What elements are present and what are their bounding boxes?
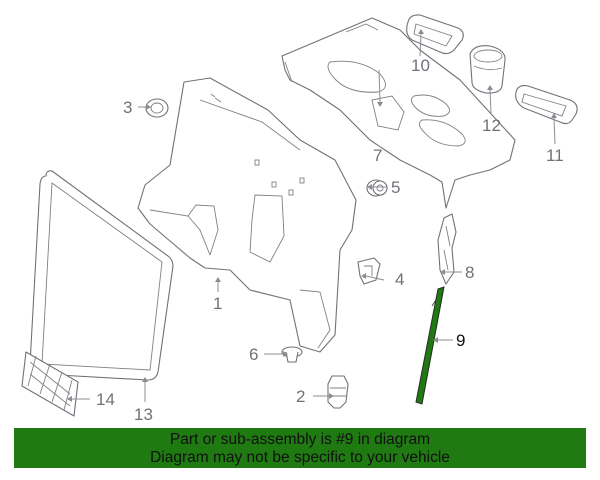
callout-5: 5 (391, 178, 400, 197)
callout-4: 4 (395, 270, 404, 289)
part-7-package-tray (281, 17, 516, 209)
part-13-trim-panel (29, 170, 174, 381)
banner-line-1: Part or sub-assembly is #9 in diagram (169, 431, 431, 448)
part-10-tray (406, 14, 464, 55)
callout-1: 1 (213, 294, 222, 313)
callout-8: 8 (465, 263, 474, 282)
leader-arrowheads (67, 29, 557, 402)
part-1-quarter-panel (137, 77, 357, 353)
callout-12: 12 (482, 116, 501, 135)
callout-2: 2 (296, 387, 305, 406)
callout-14: 14 (96, 390, 115, 409)
part-4-clip (357, 257, 381, 285)
callout-6: 6 (249, 345, 258, 364)
part-11-bezel (515, 85, 578, 125)
callout-9: 9 (456, 331, 465, 350)
leader-lines (72, 33, 556, 402)
part-14-net (21, 351, 79, 417)
part-2-fastener (327, 375, 349, 409)
callout-13: 13 (134, 405, 153, 424)
callout-11: 11 (546, 146, 564, 165)
part-12-cup-holder (469, 45, 506, 94)
info-banner: Part or sub-assembly is #9 in diagram Di… (14, 428, 586, 468)
part-5-grommet (366, 179, 388, 197)
callout-3: 3 (123, 98, 132, 117)
callout-7: 7 (373, 146, 382, 165)
banner-line-2: Diagram may not be specific to your vehi… (150, 449, 450, 466)
part-8-pillar-trim (437, 213, 457, 285)
callout-10: 10 (411, 56, 430, 75)
part-9-highlighted-strip (415, 286, 445, 405)
